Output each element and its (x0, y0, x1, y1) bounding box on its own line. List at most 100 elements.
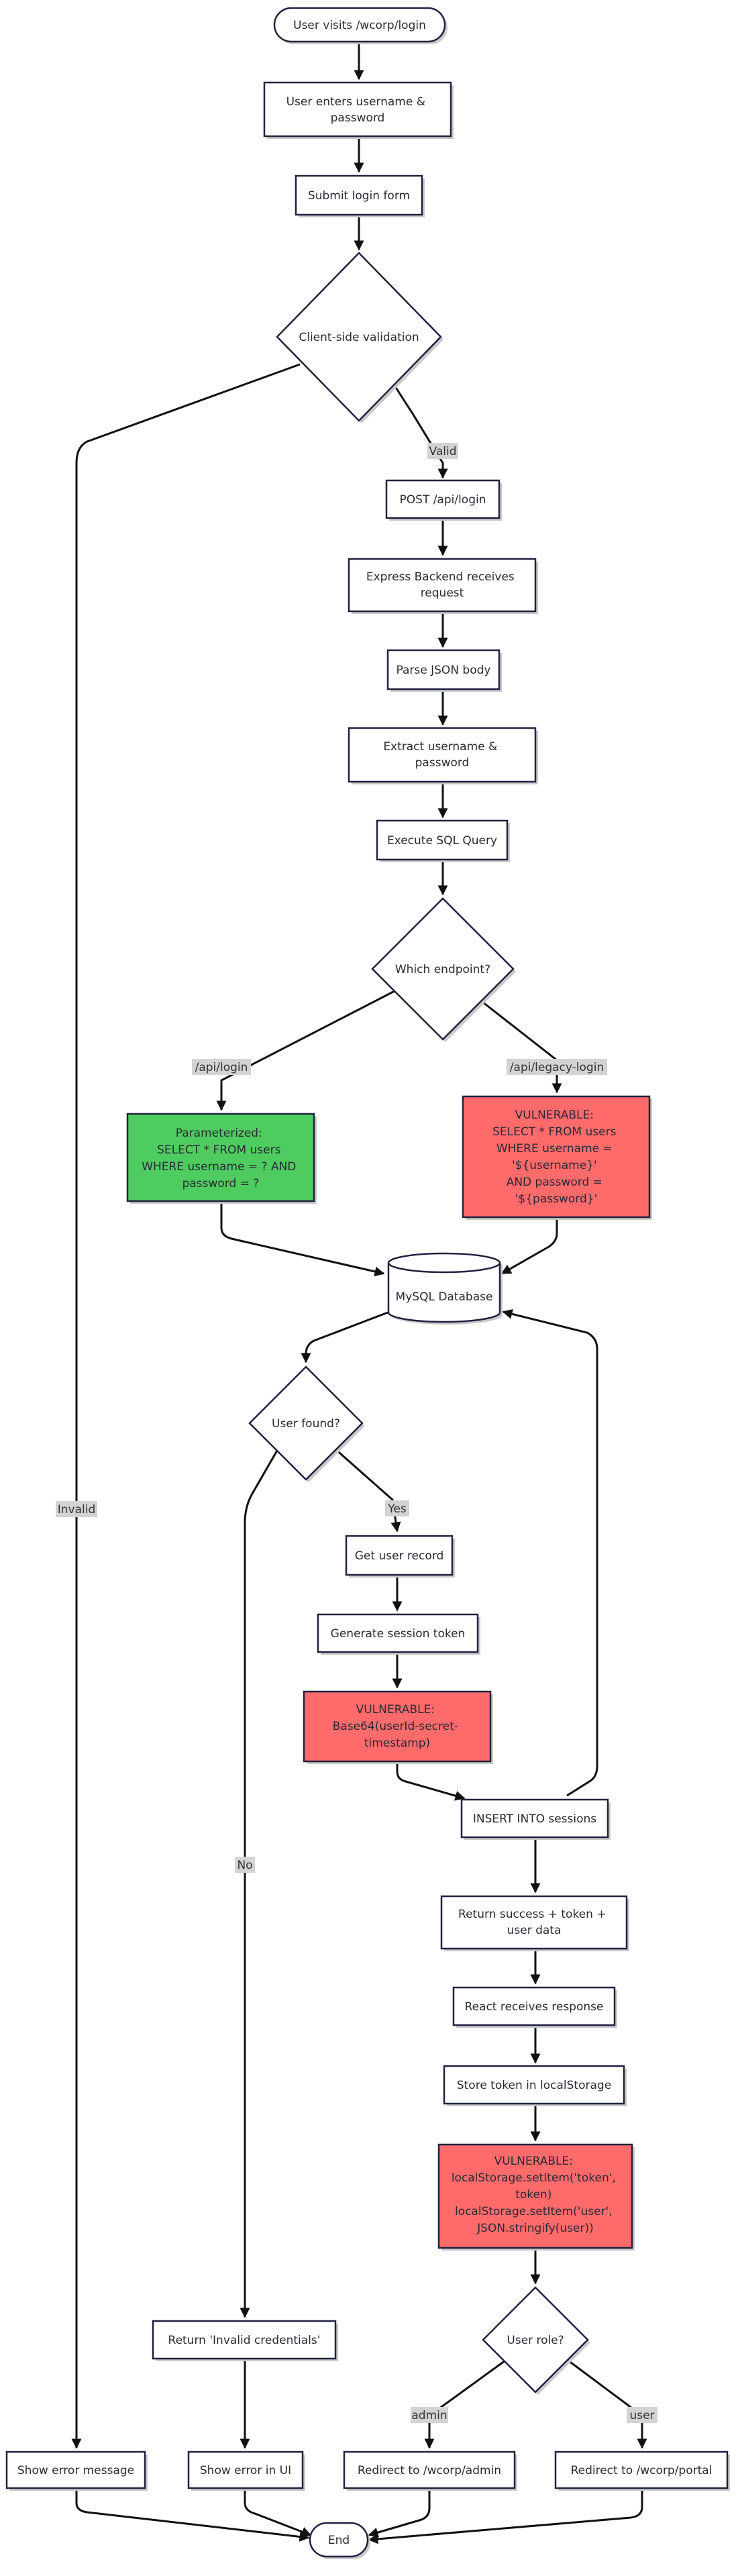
edge-vulnerable-to-db (501, 1218, 558, 1275)
edge-validation-valid (394, 386, 448, 479)
edge-validation-invalid (71, 363, 301, 2449)
vulnerable-token-line-3: timestamp) (364, 1737, 430, 1750)
user-found-decision: User found? (248, 1366, 365, 1482)
vulnerable-storage-line-1: VULNERABLE: (494, 2155, 573, 2168)
client-validation-decision: Client-side validation (276, 252, 443, 423)
vulnerable-token-line-2: Base64(userId-secret- (333, 1720, 458, 1733)
svg-text:Invalid: Invalid (58, 1503, 96, 1516)
parameterized-line-2: SELECT * FROM users (157, 1143, 280, 1157)
post-login-node: POST /api/login (385, 479, 502, 521)
svg-text:Redirect to /wcorp/portal: Redirect to /wcorp/portal (571, 2464, 713, 2477)
vulnerable-query-line-5: AND password = (507, 1176, 602, 1189)
parameterized-line-4: password = ? (182, 1177, 260, 1190)
extract-credentials-node: Extract username & password (348, 727, 538, 784)
parameterized-line-1: Parameterized: (176, 1127, 262, 1140)
nodes: User visits /wcorp/login User enters use… (5, 7, 730, 2559)
extract-credentials-line-2: password (415, 756, 470, 770)
vulnerable-storage-node: VULNERABLE: localStorage.setItem('token'… (437, 2143, 635, 2251)
vulnerable-query-line-3: WHERE username = (496, 1142, 613, 1155)
return-success-node: Return success + token + user data (440, 1895, 629, 1951)
edge-label-api-legacy-login: /api/legacy-login (507, 1059, 607, 1075)
parameterized-query-node: Parameterized: SELECT * FROM users WHERE… (126, 1113, 317, 1204)
svg-text:End: End (328, 2534, 350, 2547)
vulnerable-query-line-1: VULNERABLE: (515, 1109, 594, 1122)
svg-text:VULNERABLE: SELECT * F: VULNERABLE: SELECT * FROM users WHERE us… (492, 1109, 620, 1206)
svg-text:Execute SQL Query: Execute SQL Query (387, 834, 497, 847)
svg-text:React receives response: React receives response (465, 2000, 604, 2014)
backend-receives-node: Express Backend receives request (348, 558, 538, 614)
edge-vulntoken-to-insert (396, 1758, 466, 1801)
svg-text:Store token in localStorage: Store token in localStorage (457, 2079, 611, 2092)
svg-text:User found?: User found? (272, 1417, 340, 1431)
svg-text:VULNERABLE: localStora: VULNERABLE: localStorage.setItem('token'… (452, 2155, 620, 2235)
edge-userfound-no (240, 1449, 279, 2318)
svg-text:Submit login form: Submit login form (308, 189, 410, 203)
mysql-database-node: MySQL Database (387, 1252, 503, 1325)
redirect-portal-node: Redirect to /wcorp/portal (554, 2451, 730, 2491)
svg-text:Generate session token: Generate session token (331, 1627, 466, 1641)
svg-text:Show error in UI: Show error in UI (200, 2464, 291, 2477)
svg-text:INSERT INTO sessions: INSERT INTO sessions (473, 1812, 596, 1826)
user-role-decision: User role? (482, 2286, 590, 2395)
start-node: User visits /wcorp/login (273, 7, 448, 44)
edge-endpoint-to-vulnerable (479, 998, 562, 1094)
end-node: End (309, 2522, 370, 2559)
svg-text:user: user (629, 2409, 654, 2422)
enter-credentials-node: User enters username & password (263, 81, 454, 139)
redirect-admin-node: Redirect to /wcorp/admin (343, 2451, 517, 2491)
backend-receives-line-2: request (421, 586, 464, 600)
svg-text:Return 'Invalid credentials': Return 'Invalid credentials' (168, 2334, 321, 2347)
svg-text:Express Backend receives: Express Backend receives request (366, 570, 518, 600)
extract-credentials-line-1: Extract username & (383, 740, 497, 754)
edge-error-to-end (75, 2487, 310, 2542)
edge-label-no: No (235, 1857, 255, 1873)
edge-ui-to-end (244, 2487, 312, 2537)
get-user-record-node: Get user record (345, 1535, 455, 1578)
vulnerable-storage-line-2: localStorage.setItem('token', (452, 2171, 616, 2185)
edge-insert-to-db (502, 1308, 598, 1797)
show-error-ui-node: Show error in UI (187, 2451, 305, 2491)
svg-text:User visits /wcorp/login: User visits /wcorp/login (293, 19, 426, 32)
vulnerable-storage-line-4: localStorage.setItem('user', (455, 2205, 613, 2218)
svg-text:User role?: User role? (507, 2334, 564, 2347)
backend-receives-line-1: Express Backend receives (366, 570, 515, 584)
svg-text:MySQL Database: MySQL Database (396, 1290, 493, 1304)
svg-text:VULNERABLE: Base64(use: VULNERABLE: Base64(userId-secret- timest… (333, 1703, 462, 1750)
svg-text:POST /api/login: POST /api/login (399, 493, 486, 507)
parse-json-node: Parse JSON body (386, 649, 502, 692)
edge-label-admin: admin (411, 2407, 448, 2423)
submit-form-node: Submit login form (295, 174, 425, 217)
vulnerable-storage-line-5: JSON.stringify(user)) (476, 2222, 594, 2235)
edge-endpoint-to-parameterized (216, 989, 397, 1111)
edge-label-api-login: /api/login (192, 1059, 251, 1075)
svg-text:Parse JSON body: Parse JSON body (397, 664, 491, 677)
parameterized-line-3: WHERE username = ? AND (142, 1160, 296, 1174)
vulnerable-query-line-6: '${password}' (515, 1192, 598, 1206)
execute-sql-node: Execute SQL Query (376, 819, 510, 862)
svg-text:Parameterized: SELECT: Parameterized: SELECT * FROM users WHERE… (142, 1127, 300, 1190)
which-endpoint-decision: Which endpoint? (371, 897, 516, 1042)
vulnerable-storage-line-3: token) (515, 2188, 551, 2202)
edge-db-to-userfound (301, 1311, 388, 1363)
svg-text:Redirect to /wcorp/admin: Redirect to /wcorp/admin (358, 2464, 501, 2477)
return-success-line-1: Return success + token + (458, 1908, 607, 1921)
svg-text:User enters username &: User enters username & password (286, 95, 429, 125)
return-success-line-2: user data (507, 1924, 562, 1937)
vulnerable-query-node: VULNERABLE: SELECT * FROM users WHERE us… (462, 1095, 652, 1220)
svg-text:/api/login: /api/login (195, 1061, 248, 1074)
svg-text:Return success + token +: Return success + token + user data (458, 1908, 610, 1937)
svg-text:Which endpoint?: Which endpoint? (395, 963, 490, 976)
insert-sessions-node: INSERT INTO sessions (460, 1798, 611, 1840)
svg-text:admin: admin (411, 2409, 447, 2422)
edge-label-valid: Valid (427, 443, 458, 459)
return-invalid-node: Return 'Invalid credentials' (152, 2320, 338, 2361)
enter-credentials-line-2: password (331, 111, 385, 125)
show-error-message-node: Show error message (5, 2451, 148, 2491)
generate-token-node: Generate session token (317, 1613, 480, 1655)
edge-admin-to-end (368, 2487, 431, 2538)
edge-label-yes: Yes (385, 1500, 409, 1516)
edges (71, 40, 647, 2544)
react-receives-node: React receives response (452, 1986, 617, 2028)
svg-text:Extract username & pas: Extract username & password (383, 740, 501, 770)
